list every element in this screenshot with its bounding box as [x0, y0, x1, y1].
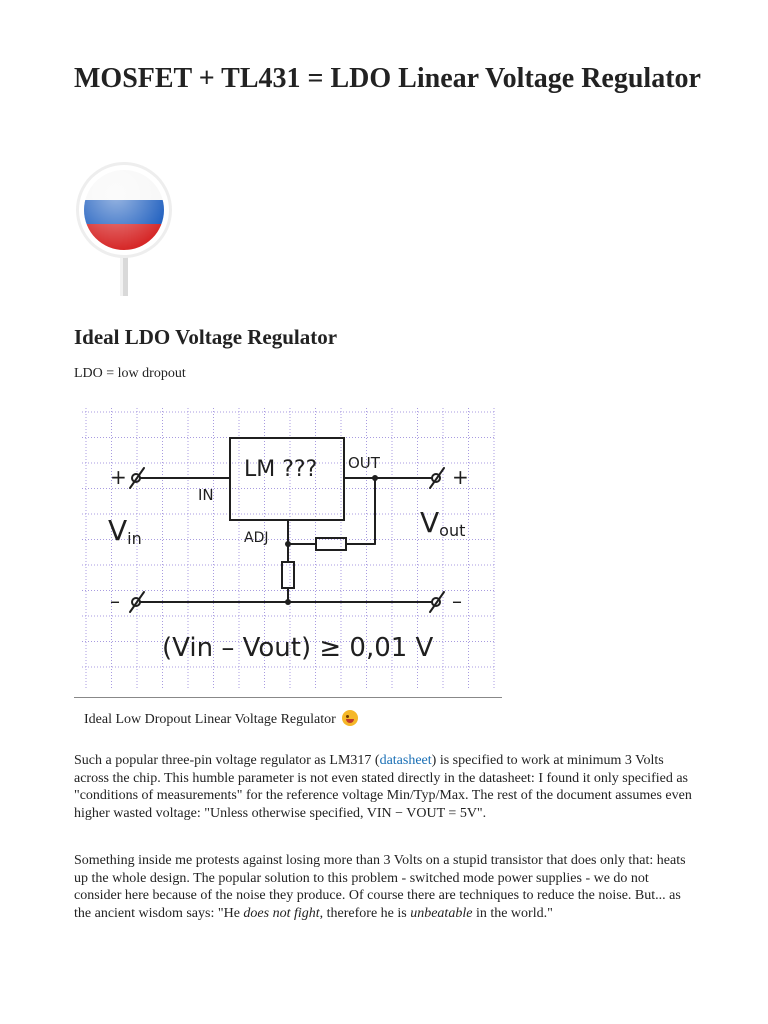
page-title: MOSFET + TL431 = LDO Linear Voltage Regu…: [74, 63, 701, 94]
dropout-formula: (Vin – Vout) ≥ 0,01 V: [162, 633, 434, 663]
minus-right-label: –: [452, 589, 462, 613]
figure-divider: [74, 697, 502, 698]
paragraph-lm317: Such a popular three-pin voltage regulat…: [74, 753, 692, 821]
figure-caption: Ideal Low Dropout Linear Voltage Regulat…: [84, 710, 358, 728]
out-pin-label: OUT: [348, 454, 381, 472]
in-pin-label: IN: [198, 486, 214, 504]
chip-label: LM ???: [244, 457, 317, 482]
section-subtitle: LDO = low dropout: [74, 366, 186, 381]
circuit-figure: LM ??? IN OUT ADJ + + – – Vin Vout (Vin …: [74, 404, 502, 698]
datasheet-link[interactable]: datasheet: [379, 753, 432, 768]
vin-label: Vin: [108, 514, 142, 548]
paragraph-protest: Something inside me protests against los…: [74, 853, 686, 921]
russia-flag-pin-icon[interactable]: [74, 160, 174, 296]
winking-face-icon: [341, 710, 358, 726]
minus-left-label: –: [110, 589, 120, 613]
plus-left-label: +: [110, 465, 127, 489]
plus-right-label: +: [452, 465, 469, 489]
vout-label: Vout: [420, 506, 465, 540]
adj-pin-label: ADJ: [244, 530, 269, 546]
section-heading: Ideal LDO Voltage Regulator: [74, 325, 338, 349]
